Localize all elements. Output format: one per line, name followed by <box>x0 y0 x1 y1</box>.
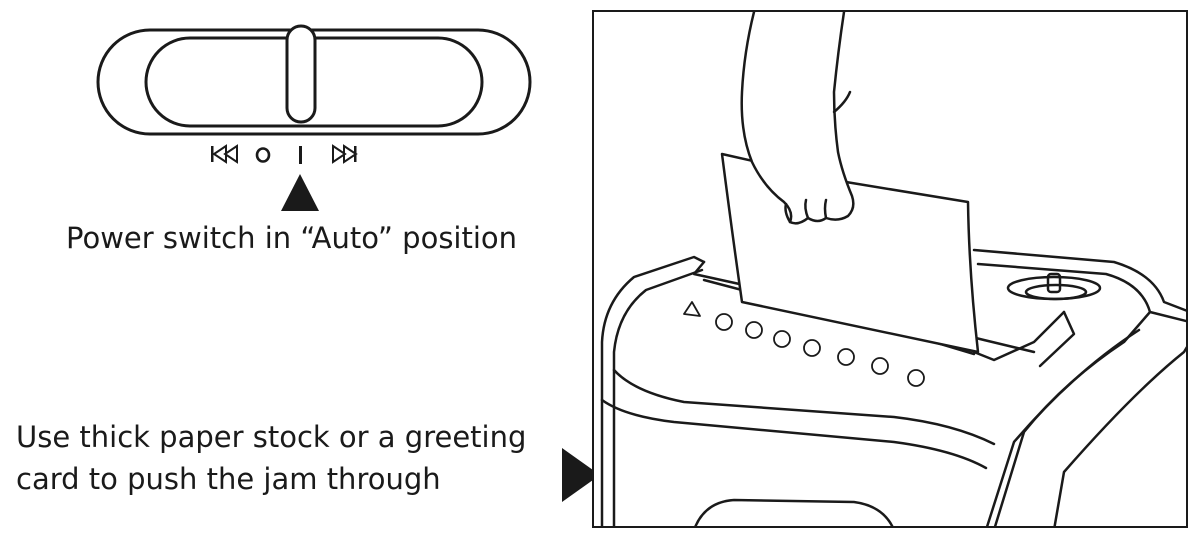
power-switch-diagram <box>90 24 540 214</box>
switch-knob <box>285 24 317 124</box>
indicator-icons <box>683 301 925 387</box>
indicator-2-icon <box>715 313 733 331</box>
selection-pointer-icon <box>281 174 319 211</box>
indicator-8-icon <box>907 369 925 387</box>
shredder-body <box>600 248 1186 526</box>
auto-icon <box>299 146 302 164</box>
indicator-6-icon <box>837 348 855 366</box>
jam-instruction: Use thick paper stock or a greeting card… <box>16 416 546 500</box>
power-switch-caption: Power switch in “Auto” position <box>66 221 518 255</box>
shredder-switch <box>1006 272 1102 301</box>
forward-icon <box>332 144 358 164</box>
indicator-5-icon <box>803 339 821 357</box>
power-switch-graphic <box>96 24 532 211</box>
paper-sheet <box>720 152 980 354</box>
instruction-line-2: card to push the jam through <box>16 462 441 496</box>
instruction-line-1: Use thick paper stock or a greeting <box>16 420 527 454</box>
indicator-4-icon <box>773 330 791 348</box>
off-icon <box>255 147 271 163</box>
warning-icon <box>683 301 701 317</box>
hand-illustration <box>740 12 855 225</box>
pointer-arrow-icon <box>560 446 602 504</box>
reverse-icon <box>211 144 238 164</box>
indicator-7-icon <box>871 357 889 375</box>
indicator-3-icon <box>745 321 763 339</box>
shredder-illustration <box>592 10 1188 528</box>
